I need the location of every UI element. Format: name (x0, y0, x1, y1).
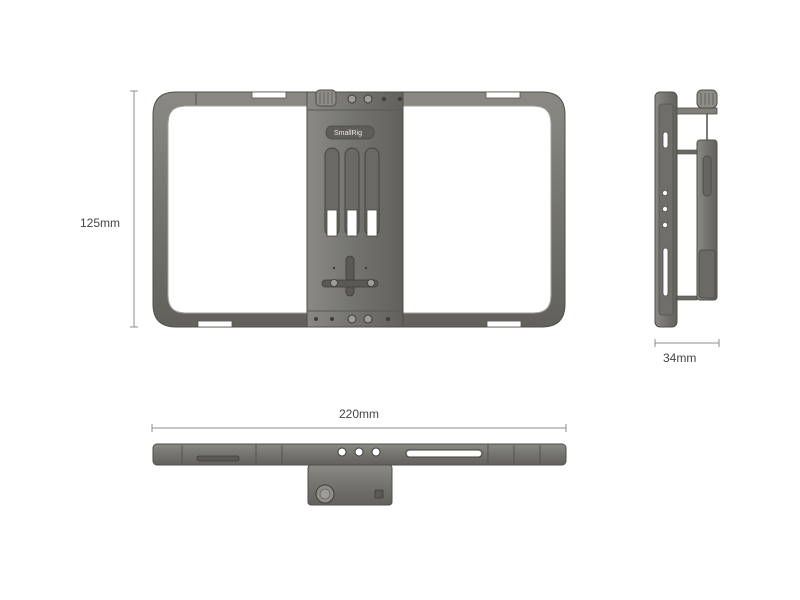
side-arm-lower (676, 295, 698, 301)
depth-dimension-label: 34mm (663, 351, 696, 365)
side-clamp-slot (702, 155, 712, 197)
logo-badge (325, 125, 375, 140)
width-dimension: 220mm (151, 407, 567, 432)
cross-slot-vertical (345, 255, 355, 297)
cross-dot-2 (364, 266, 368, 270)
bottom-hole-2 (330, 317, 334, 321)
logo-text: SmallRig (334, 130, 362, 137)
bottom-view-hole-2 (354, 447, 364, 457)
front-frame-inner-edge (167, 105, 552, 314)
front-top-notch-left (251, 91, 287, 99)
top-knob (315, 89, 337, 107)
front-bottom-notch-left (197, 320, 233, 328)
top-hole-1 (347, 94, 357, 104)
bottom-hole-5 (386, 317, 390, 321)
slot-2-window (346, 209, 358, 237)
side-hole-2 (662, 205, 669, 212)
slot-1-window (326, 209, 338, 237)
top-hole-3 (382, 97, 386, 101)
side-view (654, 89, 718, 328)
side-arm-upper (676, 149, 698, 155)
bottom-view-hole-3 (371, 447, 381, 457)
side-hole-1 (662, 189, 669, 196)
top-hole-2 (363, 94, 373, 104)
slot-3-window (366, 209, 378, 237)
bottom-hole-1 (314, 317, 318, 321)
top-hole-4 (398, 97, 402, 101)
side-slot-bottom (662, 247, 669, 297)
bottom-slot-right (405, 449, 483, 458)
width-dimension-label: 220mm (339, 407, 379, 421)
bottom-hole-3 (347, 314, 357, 324)
front-bottom-notch-right (486, 320, 522, 328)
cross-dot-1 (332, 266, 336, 270)
side-knob (696, 89, 718, 109)
bottom-view (152, 443, 567, 506)
height-dimension-label: 125mm (80, 216, 120, 230)
side-slot-top (662, 131, 669, 149)
height-dimension: 125mm (80, 90, 138, 328)
cross-hole-left (330, 279, 338, 287)
depth-dimension: 34mm (654, 339, 720, 365)
bottom-hole-4 (363, 314, 373, 324)
bottom-mount-button (374, 489, 384, 499)
bottom-slot-left (196, 455, 240, 462)
side-top-arm (676, 107, 718, 115)
cross-hole-right (367, 279, 375, 287)
side-hole-3 (662, 221, 669, 228)
front-view: SmallRig (152, 89, 566, 328)
side-clamp-lower (698, 249, 716, 299)
bottom-view-hole-1 (337, 447, 347, 457)
front-top-notch-right (485, 91, 521, 99)
